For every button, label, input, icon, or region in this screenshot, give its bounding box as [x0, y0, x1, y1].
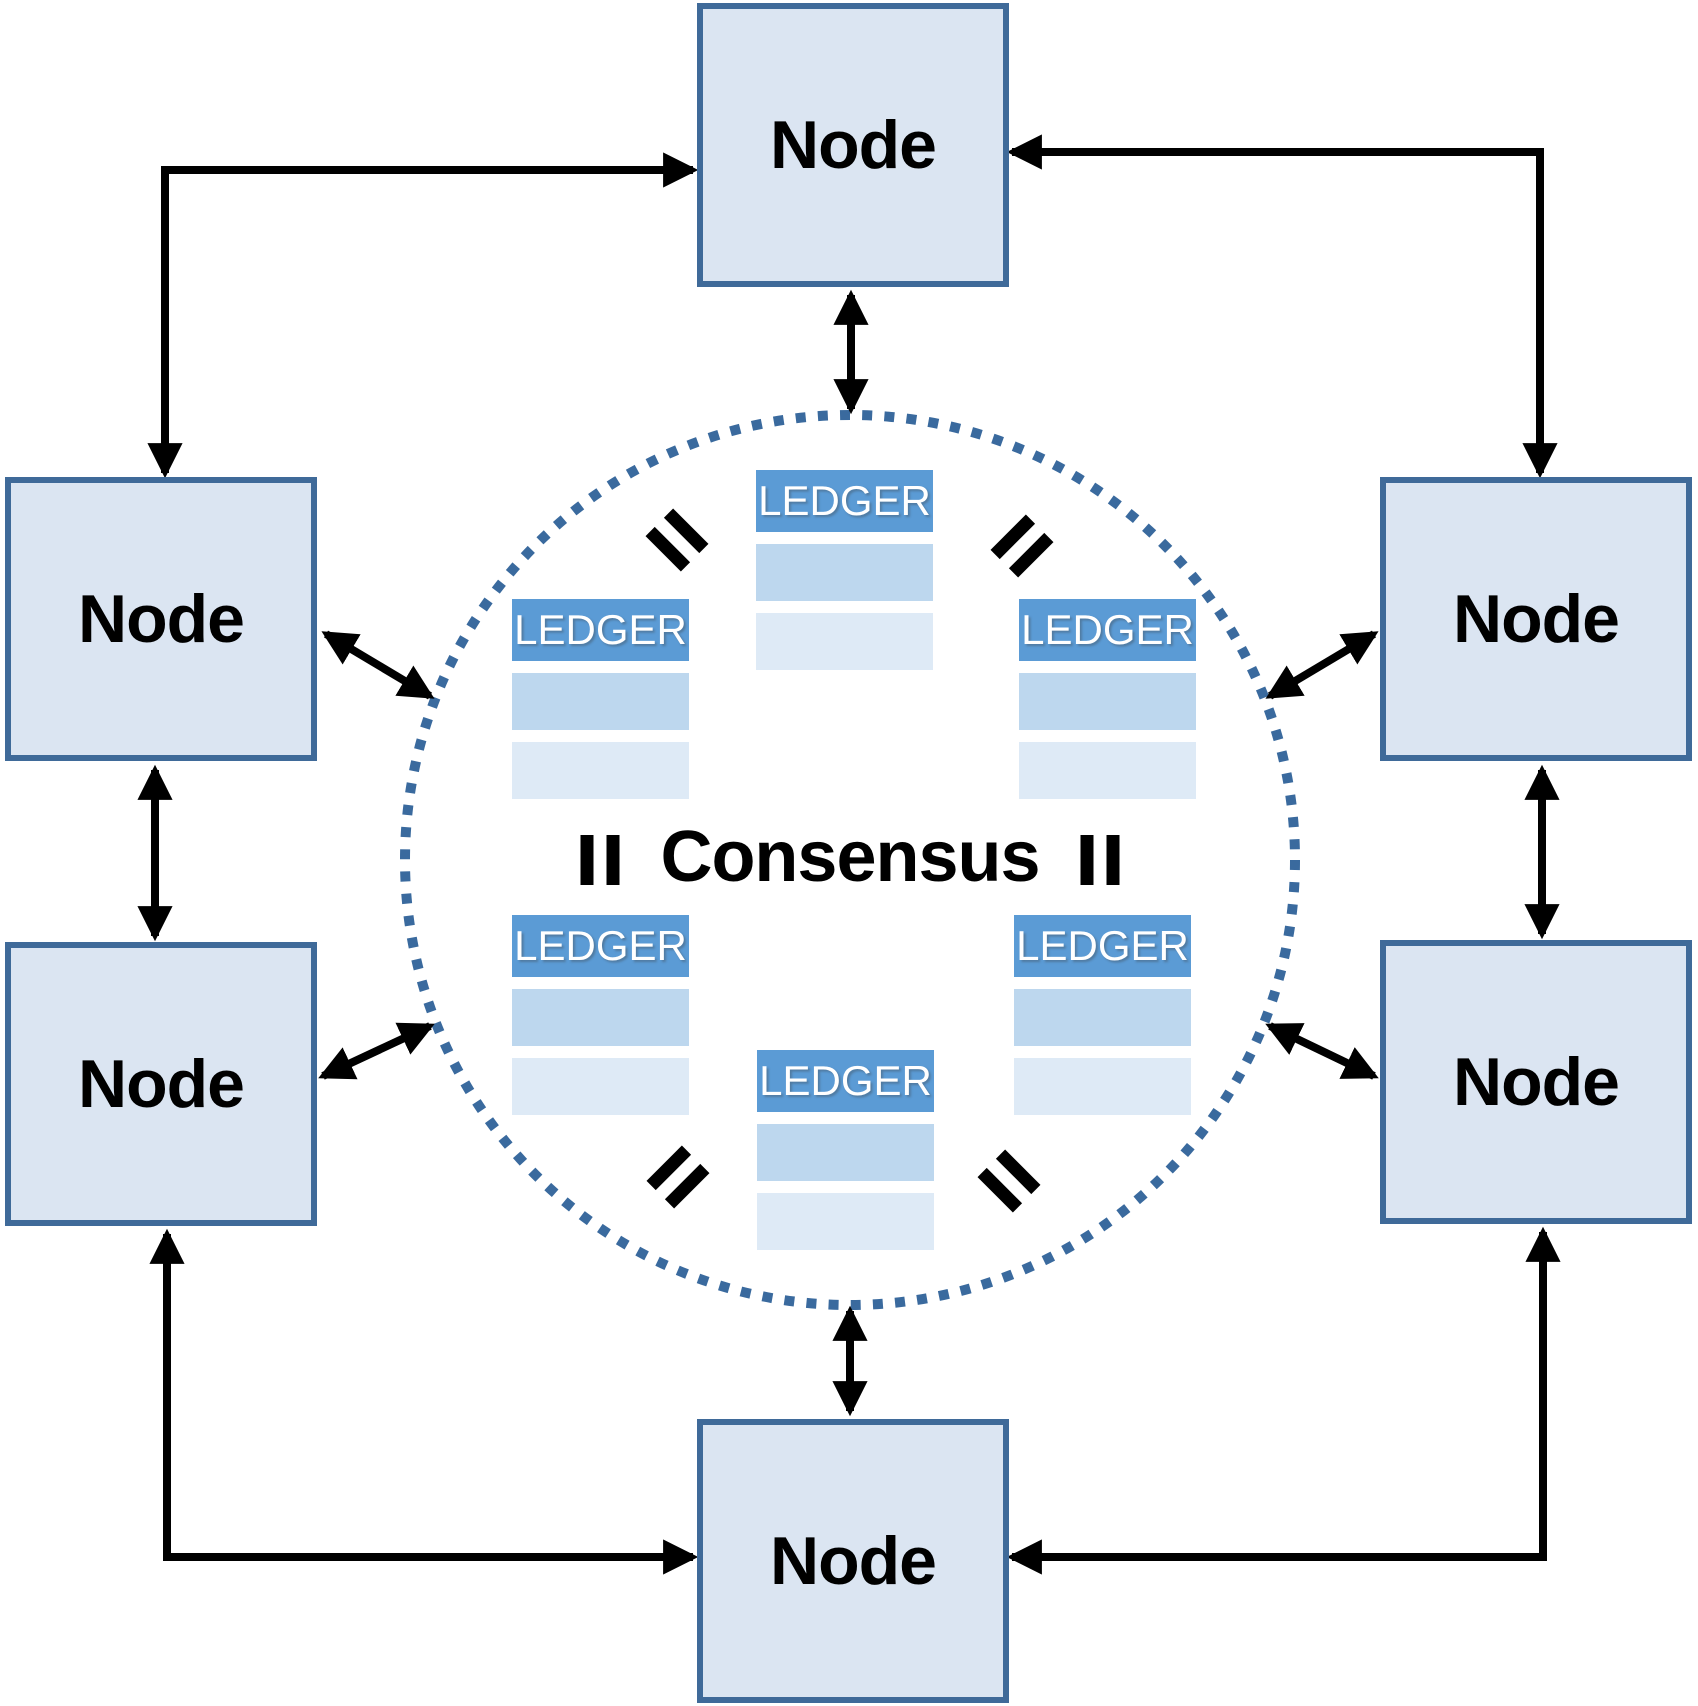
arrow-topnode-leftuppernode: [147, 152, 699, 479]
ledger-widget-top-center: LEDGER: [756, 470, 933, 670]
arrow-bottomnode-leftlowernode: [149, 1228, 699, 1575]
consensus-circle-outline: [400, 410, 1300, 1310]
consensus-label: Consensus: [660, 817, 1040, 897]
arrow-bottomnode-rightlowernode: [1006, 1226, 1561, 1575]
ledger-header: LEDGER: [512, 599, 689, 661]
node-box-lower-left: Node: [5, 942, 317, 1226]
ledger-widget-lower-right: LEDGER: [1014, 915, 1191, 1115]
node-label: Node: [78, 1046, 245, 1122]
ledger-row: [512, 1058, 689, 1115]
arrow-topnode-rightuppernode: [1006, 134, 1558, 479]
equals-icon-west: [580, 835, 620, 885]
node-label: Node: [770, 107, 937, 183]
ledger-row: [1014, 1058, 1191, 1115]
ledger-row: [756, 613, 933, 670]
ledger-widget-bottom-center: LEDGER: [757, 1050, 934, 1250]
ledger-widget-upper-left: LEDGER: [512, 599, 689, 799]
ledger-row: [756, 544, 933, 601]
node-label: Node: [1453, 581, 1620, 657]
node-box-upper-left: Node: [5, 477, 317, 761]
ledger-header: LEDGER: [1014, 915, 1191, 977]
ledger-row: [512, 742, 689, 799]
ledger-widget-lower-left: LEDGER: [512, 915, 689, 1115]
ledger-row: [512, 989, 689, 1046]
arrow-leftupper-circle: [321, 630, 435, 700]
arrow-leftlower-circle: [318, 1022, 435, 1080]
ledger-header: LEDGER: [756, 470, 933, 532]
node-box-top: Node: [697, 3, 1009, 287]
node-label: Node: [78, 581, 245, 657]
ledger-row: [757, 1124, 934, 1181]
arrow-rightlower-circle: [1265, 1022, 1379, 1080]
node-label: Node: [770, 1523, 937, 1599]
node-box-lower-right: Node: [1380, 940, 1692, 1224]
ledger-header: LEDGER: [1019, 599, 1196, 661]
ledger-header: LEDGER: [512, 915, 689, 977]
ledger-header: LEDGER: [757, 1050, 934, 1112]
ledger-row: [1014, 989, 1191, 1046]
node-label: Node: [1453, 1044, 1620, 1120]
ledger-row: [1019, 742, 1196, 799]
node-box-upper-right: Node: [1380, 477, 1692, 761]
equals-icon-east: [1080, 835, 1120, 885]
ledger-row: [512, 673, 689, 730]
arrow-rightupper-circle: [1265, 630, 1379, 700]
ledger-row: [757, 1193, 934, 1250]
node-box-bottom: Node: [697, 1419, 1009, 1703]
ledger-widget-upper-right: LEDGER: [1019, 599, 1196, 799]
ledger-row: [1019, 673, 1196, 730]
